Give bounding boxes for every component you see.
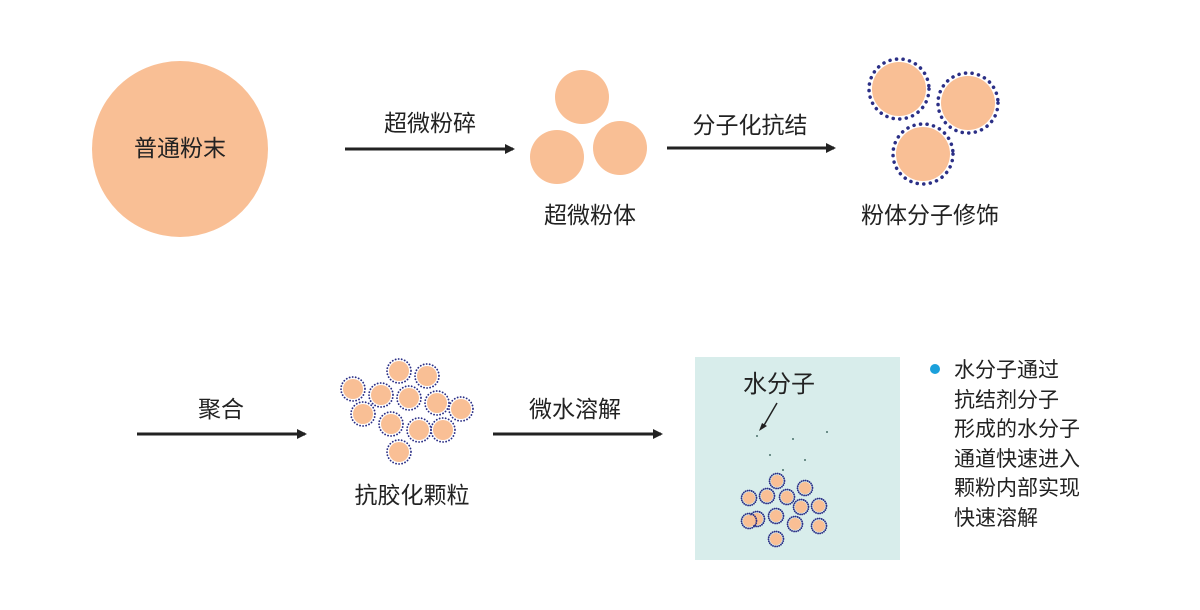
ultrafine-powder-particles (530, 70, 647, 184)
water-molecule-pointer-head (759, 423, 767, 431)
ultrafine-grinding-label: 超微粉碎 (384, 111, 476, 137)
anticaking-granule-cluster (340, 358, 474, 465)
note-line: 通道快速进入 (954, 446, 1080, 471)
note-line: 颗粉内部实现 (954, 476, 1080, 500)
powder-modification-label: 粉体分子修饰 (861, 203, 999, 229)
anticaking-granules-label: 抗胶化颗粒 (354, 483, 470, 509)
molecular-anticaking-label: 分子化抗结 (692, 113, 808, 139)
dissolving-particles (740, 472, 828, 548)
note-lines: 水分子通过抗结剂分子形成的水分子通道快速进入颗粉内部实现快速溶解 (954, 356, 1080, 533)
water-molecule-label: 水分子 (743, 370, 815, 398)
note-line: 形成的水分子 (954, 417, 1080, 441)
ordinary-powder-particle (92, 61, 268, 237)
modified-powder-particles (867, 57, 1000, 186)
ordinary-powder-label: 普通粉末 (134, 136, 226, 162)
aggregation-label: 聚合 (198, 397, 244, 423)
note-line: 快速溶解 (954, 505, 1038, 530)
note-line: 抗结剂分子 (954, 387, 1059, 412)
note-line: 水分子通过 (954, 358, 1059, 382)
micro-water-dissolve-label: 微水溶解 (529, 397, 621, 423)
bullet-icon (930, 364, 940, 374)
water-molecules (756, 431, 828, 471)
water-molecule-pointer (762, 402, 778, 428)
ultrafine-powder-label: 超微粉体 (544, 203, 636, 229)
